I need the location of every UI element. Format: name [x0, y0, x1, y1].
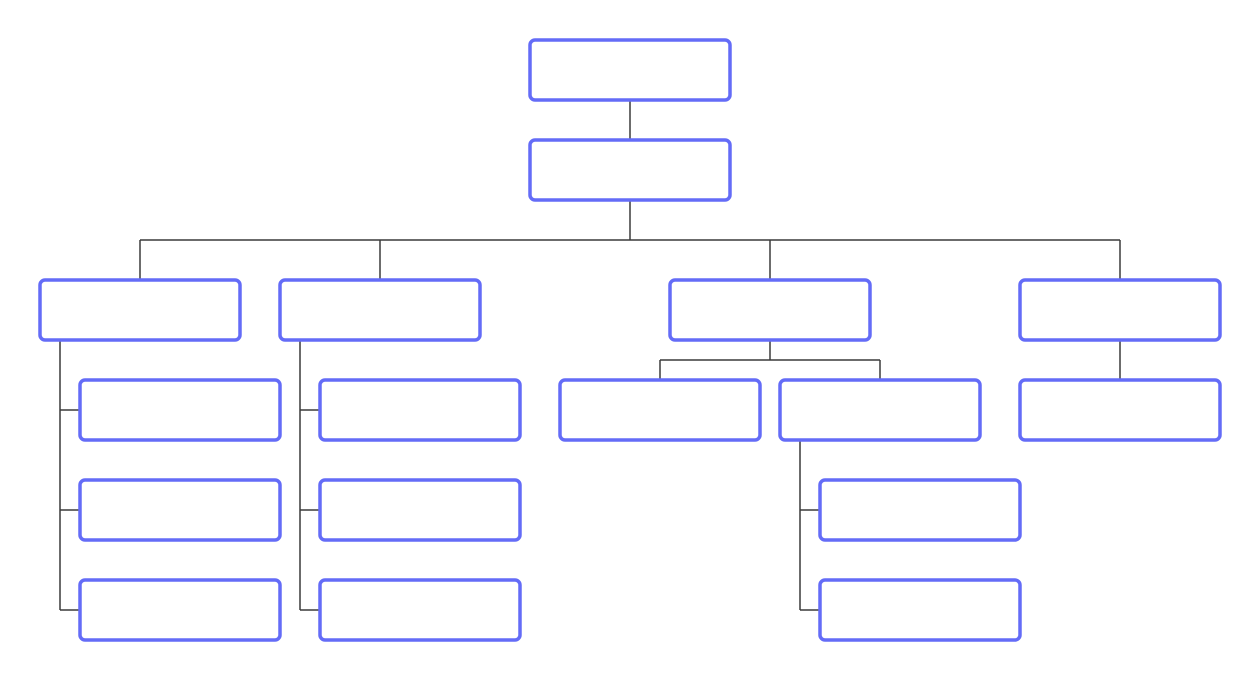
org-node-c-2-1 [818, 478, 1022, 542]
org-node-branch-b [278, 278, 482, 342]
node-box [78, 378, 282, 442]
node-box [558, 378, 762, 442]
node-box [818, 578, 1022, 642]
org-node-c-1 [558, 378, 762, 442]
node-box [318, 378, 522, 442]
org-node-branch-d [1018, 278, 1222, 342]
node-box [78, 478, 282, 542]
org-node-c-2 [778, 378, 982, 442]
node-box [278, 278, 482, 342]
node-box [1018, 378, 1222, 442]
node-box [528, 138, 732, 202]
node-layer [38, 38, 1222, 642]
org-node-root [528, 38, 732, 102]
node-box [778, 378, 982, 442]
org-node-branch-c [668, 278, 872, 342]
org-node-level1 [528, 138, 732, 202]
node-box [668, 278, 872, 342]
org-node-a-2 [78, 478, 282, 542]
org-node-a-1 [78, 378, 282, 442]
org-node-b-1 [318, 378, 522, 442]
org-node-c-2-2 [818, 578, 1022, 642]
node-box [528, 38, 732, 102]
org-node-branch-a [38, 278, 242, 342]
org-node-a-3 [78, 578, 282, 642]
connector-layer [59, 100, 1121, 611]
node-box [1018, 278, 1222, 342]
node-box [38, 278, 242, 342]
org-node-b-2 [318, 478, 522, 542]
node-box [318, 578, 522, 642]
node-box [818, 478, 1022, 542]
org-node-b-3 [318, 578, 522, 642]
node-box [318, 478, 522, 542]
node-box [78, 578, 282, 642]
org-node-d-1 [1018, 378, 1222, 442]
